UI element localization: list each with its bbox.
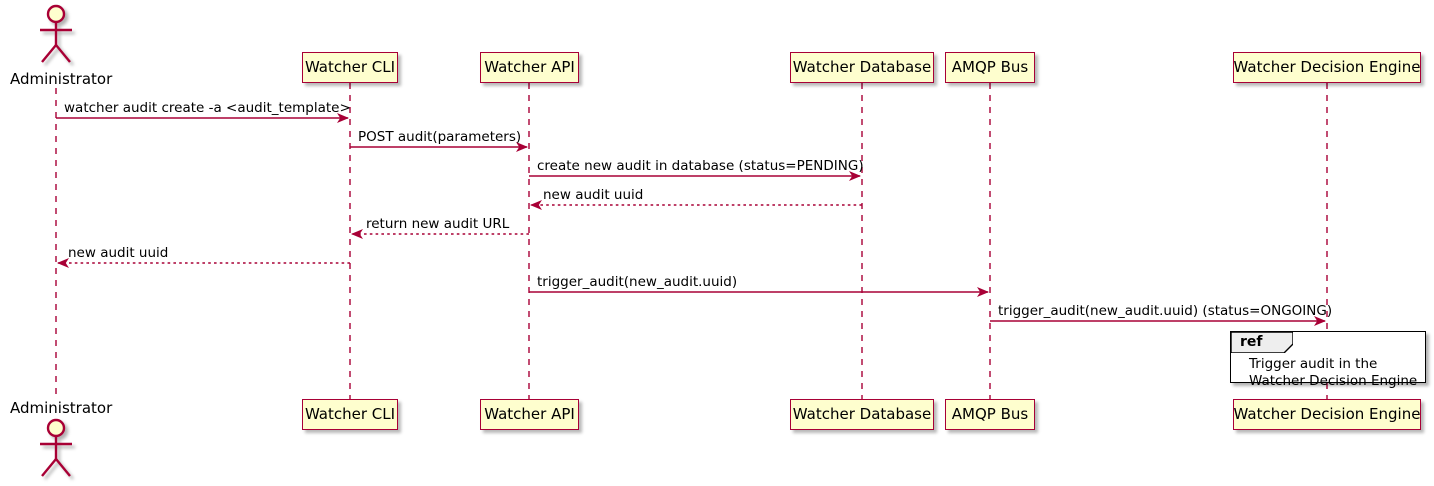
message-label-8: trigger_audit(new_audit.uuid) (status=ON… xyxy=(998,303,1333,319)
participant-box-watcher-database-top[interactable]: Watcher Database xyxy=(790,52,934,83)
participant-box-watcher-decision-engine-top[interactable]: Watcher Decision Engine xyxy=(1233,52,1421,83)
message-label-6: new audit uuid xyxy=(68,245,169,261)
participant-box-watcher-cli-top[interactable]: Watcher CLI xyxy=(302,52,398,83)
message-label-1: watcher audit create -a <audit_template> xyxy=(64,100,351,116)
ref-body-text: Trigger audit in the Watcher Decision En… xyxy=(1249,356,1418,389)
participant-box-watcher-decision-engine-bottom[interactable]: Watcher Decision Engine xyxy=(1233,399,1421,430)
participant-box-watcher-api-bottom[interactable]: Watcher API xyxy=(480,399,579,430)
participant-box-watcher-cli-bottom[interactable]: Watcher CLI xyxy=(302,399,398,430)
lifelines xyxy=(55,83,1328,399)
message-arrows xyxy=(56,113,1326,326)
message-label-3: create new audit in database (status=PEN… xyxy=(537,158,864,174)
participant-box-watcher-api-top[interactable]: Watcher API xyxy=(480,52,579,83)
actor-label-administrator-bottom: Administrator xyxy=(10,399,113,417)
message-label-5: return new audit URL xyxy=(366,216,510,232)
participant-box-watcher-database-bottom[interactable]: Watcher Database xyxy=(790,399,934,430)
actor-figure-top xyxy=(40,4,72,63)
message-label-7: trigger_audit(new_audit.uuid) xyxy=(537,274,738,290)
participant-box-amqp-bus-bottom[interactable]: AMQP Bus xyxy=(945,399,1035,430)
ref-tab-shape xyxy=(1231,332,1293,353)
actor-label-administrator-top: Administrator xyxy=(10,70,113,88)
message-label-2: POST audit(parameters) xyxy=(358,129,522,145)
participant-box-amqp-bus-top[interactable]: AMQP Bus xyxy=(945,52,1035,83)
message-label-4: new audit uuid xyxy=(543,187,644,203)
actor-figure-bottom xyxy=(40,418,72,477)
ref-fragment-trigger-audit[interactable]: ref Trigger audit in the Watcher Decisio… xyxy=(1230,331,1426,389)
ref-keyword-label: ref xyxy=(1240,334,1263,350)
